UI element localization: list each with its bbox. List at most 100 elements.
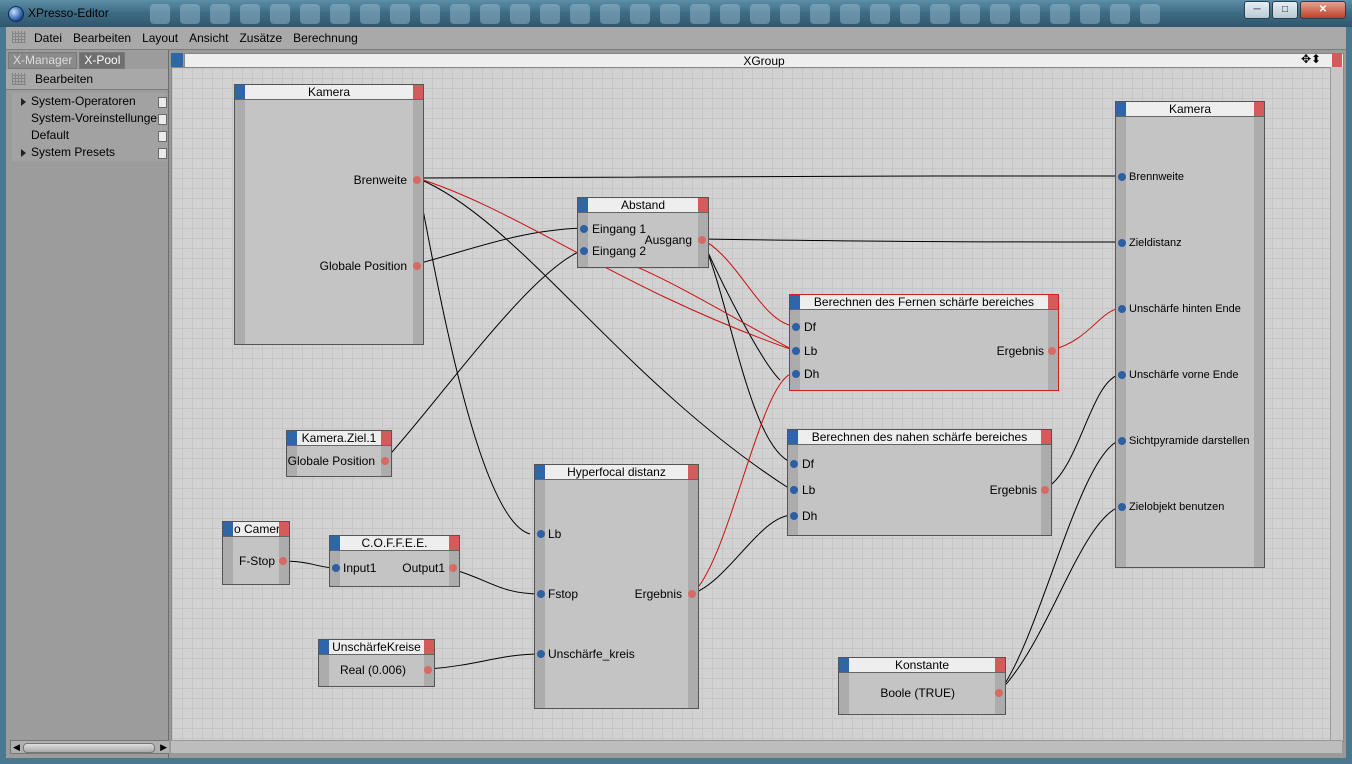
node-abstand[interactable]: Abstand Eingang 1 Eingang 2 Ausgang <box>577 197 709 268</box>
node-title[interactable]: Konstante <box>839 658 1005 673</box>
input-pin[interactable] <box>1118 305 1126 313</box>
lock-checkbox[interactable] <box>158 131 167 142</box>
node-title[interactable]: Kamera.Ziel.1 <box>287 431 391 446</box>
tree-item-system-presets[interactable]: System Presets <box>12 144 167 161</box>
scroll-right-icon[interactable]: ▶ <box>160 742 167 752</box>
port-sichtpyramide: Sichtpyramide darstellen <box>1129 435 1250 447</box>
menu-datei[interactable]: Datei <box>34 31 63 45</box>
tree-item-label: System-Operatoren <box>31 94 136 108</box>
input-pin[interactable] <box>537 650 545 658</box>
node-kamera-destination[interactable]: Kamera Brennweite Zieldistanz Unschärfe … <box>1115 101 1265 568</box>
node-kamera-source[interactable]: Kamera Brenweite Globale Position <box>234 84 424 345</box>
output-pin[interactable] <box>1041 486 1049 494</box>
lock-checkbox[interactable] <box>158 97 167 108</box>
node-title[interactable]: Hyperfocal distanz <box>535 465 698 480</box>
output-pin[interactable] <box>995 689 1003 697</box>
panel-sub-menu: Bearbeiten <box>6 69 168 90</box>
expand-triangle-icon[interactable] <box>21 98 26 106</box>
node-title[interactable]: Berechnen des nahen schärfe bereiches <box>788 430 1051 445</box>
input-pin[interactable] <box>580 247 588 255</box>
node-title[interactable]: o Camera <box>223 522 289 537</box>
input-pin[interactable] <box>580 225 588 233</box>
output-pin[interactable] <box>1048 347 1056 355</box>
node-title[interactable]: Berechnen des Fernen schärfe bereiches <box>790 295 1058 310</box>
output-pin[interactable] <box>449 564 457 572</box>
node-berechnen-fernen[interactable]: Berechnen des Fernen schärfe bereiches D… <box>789 294 1059 391</box>
tab-x-pool[interactable]: X-Pool <box>79 52 126 69</box>
tree-item-default[interactable]: Default <box>12 127 167 144</box>
output-pin[interactable] <box>413 176 421 184</box>
node-title[interactable]: UnschärfeKreise <box>319 640 434 655</box>
port-output1: Output1 <box>402 561 445 575</box>
tree-item-system-operatoren[interactable]: System-Operatoren <box>12 93 167 110</box>
port-df: Df <box>804 320 816 334</box>
menu-berechnung[interactable]: Berechnung <box>293 31 358 45</box>
output-pin[interactable] <box>698 236 706 244</box>
input-pin[interactable] <box>1118 437 1126 445</box>
input-pin[interactable] <box>1118 371 1126 379</box>
port-unschaerfe-vorne: Unschärfe vorne Ende <box>1129 369 1239 381</box>
input-pin[interactable] <box>790 460 798 468</box>
canvas-horizontal-scrollbar[interactable] <box>171 740 1342 753</box>
node-hyperfocal-distanz[interactable]: Hyperfocal distanz Lb Fstop Unschärfe_kr… <box>534 464 699 709</box>
panel-grip-icon[interactable] <box>12 73 26 85</box>
node-input-handle[interactable] <box>235 85 245 99</box>
output-pin[interactable] <box>688 590 696 598</box>
input-pin[interactable] <box>790 486 798 494</box>
output-pin[interactable] <box>381 457 389 465</box>
scrollbar-thumb[interactable] <box>23 743 155 753</box>
port-lb: Lb <box>802 483 816 497</box>
canvas-vertical-scrollbar[interactable] <box>1330 67 1343 740</box>
menu-grip-icon[interactable] <box>12 31 26 43</box>
input-pin[interactable] <box>1118 239 1126 247</box>
menu-bearbeiten[interactable]: Bearbeiten <box>73 31 132 45</box>
tab-x-manager[interactable]: X-Manager <box>8 52 78 69</box>
node-coffee[interactable]: C.O.F.F.E.E. Input1 Output1 <box>329 535 460 587</box>
maximize-button[interactable]: □ <box>1272 1 1298 19</box>
node-unschaerfe-kreise[interactable]: UnschärfeKreise Real (0.006) <box>318 639 435 687</box>
input-pin[interactable] <box>1118 503 1126 511</box>
port-eingang-1: Eingang 1 <box>592 222 647 236</box>
input-pin[interactable] <box>790 512 798 520</box>
expand-triangle-icon[interactable] <box>21 149 26 157</box>
node-kamera-ziel[interactable]: Kamera.Ziel.1 Globale Position <box>286 430 392 477</box>
menu-zusaetze[interactable]: Zusätze <box>239 31 283 45</box>
output-pin[interactable] <box>279 557 287 565</box>
port-f-stop: F-Stop <box>238 554 275 568</box>
input-pin[interactable] <box>792 370 800 378</box>
port-brenweite: Brenweite <box>353 173 407 187</box>
menu-layout[interactable]: Layout <box>142 31 179 45</box>
move-zoom-icon[interactable]: ✥⬍ <box>1301 52 1322 66</box>
scroll-left-icon[interactable]: ◀ <box>13 742 20 752</box>
input-pin[interactable] <box>537 530 545 538</box>
left-panel-scrollbar[interactable]: ◀ ▶ <box>10 740 170 754</box>
input-pin[interactable] <box>537 590 545 598</box>
port-boole: Boole (TRUE) <box>880 686 955 700</box>
node-camera-fstop[interactable]: o Camera F-Stop <box>222 521 290 585</box>
tree-item-system-voreinstellungen[interactable]: System-Voreinstellungen <box>12 110 167 127</box>
panel-menu-bearbeiten[interactable]: Bearbeiten <box>35 72 94 86</box>
node-berechnen-nahen[interactable]: Berechnen des nahen schärfe bereiches Df… <box>787 429 1052 536</box>
lock-checkbox[interactable] <box>158 148 167 159</box>
port-input1: Input1 <box>343 561 377 575</box>
node-konstante[interactable]: Konstante Boole (TRUE) <box>838 657 1006 715</box>
input-pin[interactable] <box>792 347 800 355</box>
port-ergebnis: Ergebnis <box>989 483 1037 497</box>
output-pin[interactable] <box>424 666 432 674</box>
input-pin[interactable] <box>332 564 340 572</box>
node-title[interactable]: Kamera <box>1116 102 1264 117</box>
window-frame-left <box>0 27 6 764</box>
input-pin[interactable] <box>1118 173 1126 181</box>
menu-ansicht[interactable]: Ansicht <box>189 31 229 45</box>
close-button[interactable]: ✕ <box>1300 1 1346 19</box>
node-title[interactable]: Kamera <box>235 85 423 100</box>
node-title[interactable]: Abstand <box>578 198 708 213</box>
pool-tree: System-Operatoren System-Voreinstellunge… <box>12 93 167 161</box>
minimize-button[interactable]: ─ <box>1244 1 1270 19</box>
lock-checkbox[interactable] <box>158 114 167 125</box>
window-title: XPresso-Editor <box>28 6 109 20</box>
node-output-handle[interactable] <box>413 85 423 99</box>
output-pin[interactable] <box>413 262 421 270</box>
input-pin[interactable] <box>792 323 800 331</box>
node-title[interactable]: C.O.F.F.E.E. <box>330 536 459 551</box>
